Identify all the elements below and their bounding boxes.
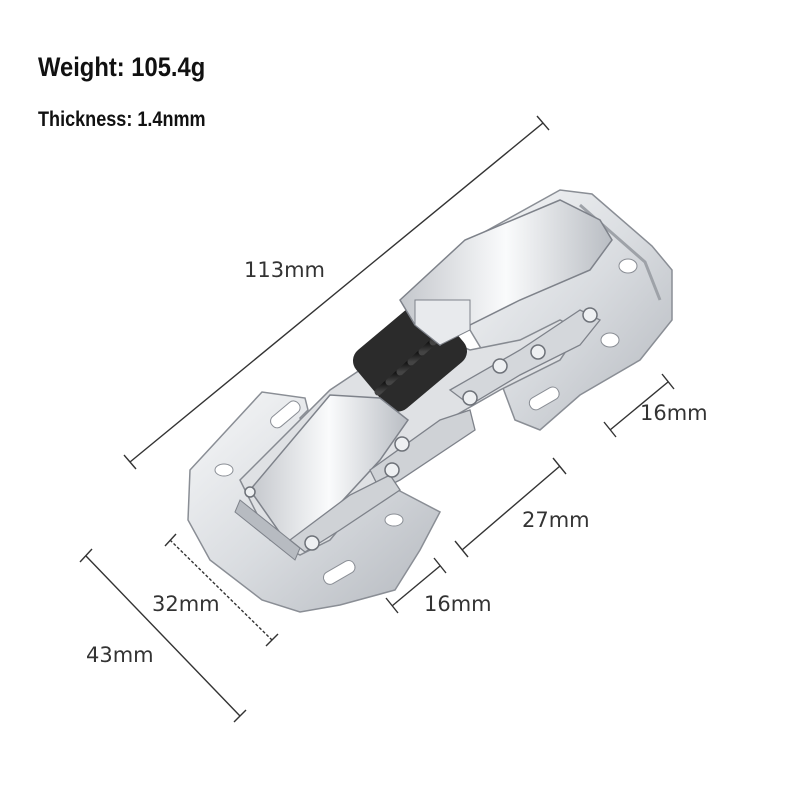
dimension-lines	[79, 115, 675, 723]
rivet	[244, 486, 256, 498]
mounting-hole	[618, 258, 638, 274]
rivet	[462, 390, 478, 406]
rivet	[394, 436, 410, 452]
dimension-length: 113mm	[244, 258, 325, 282]
mounting-slot	[322, 559, 356, 585]
dimension-hole-spacing: 27mm	[522, 508, 590, 532]
hinge-link	[448, 309, 602, 406]
mounting-hole	[384, 513, 404, 527]
dimension-base-hole-offset: 16mm	[424, 592, 492, 616]
rivet	[492, 358, 508, 374]
rivet	[304, 535, 320, 551]
rivet	[582, 307, 598, 323]
rivet	[530, 344, 546, 360]
mounting-hole	[214, 463, 234, 477]
mounting-slot	[528, 386, 560, 411]
weight-label: Weight: 105.4g	[38, 52, 206, 82]
dimension-plate-width: 43mm	[86, 643, 154, 667]
dimension-plate-inner-width: 32mm	[152, 592, 220, 616]
thickness-label: Thickness: 1.4nmm	[38, 108, 206, 131]
dimension-arm-hole-offset: 16mm	[640, 401, 708, 425]
mounting-slot	[270, 400, 301, 429]
hinge-link	[288, 474, 401, 553]
rivet	[384, 462, 400, 478]
mounting-hole	[600, 332, 620, 348]
